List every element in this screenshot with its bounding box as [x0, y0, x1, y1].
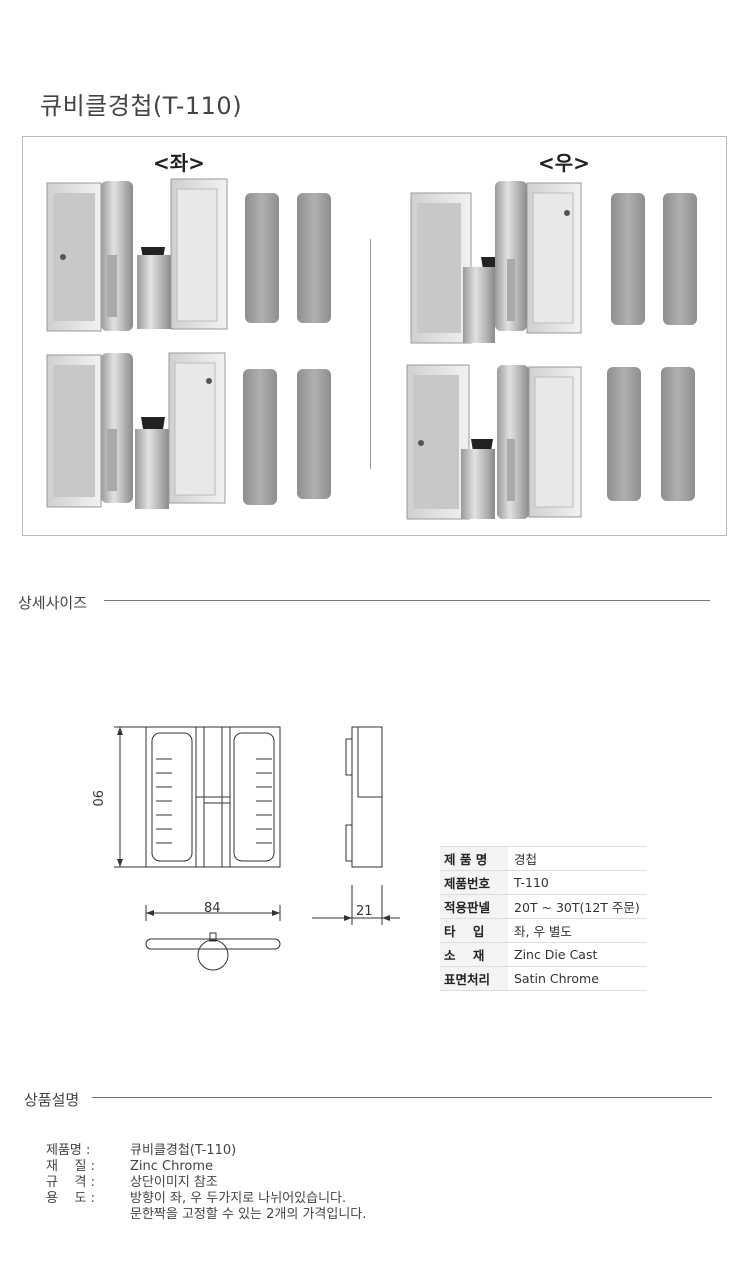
- desc-row: 용 도 : 방향이 좌, 우 두가지로 나뉘어있습니다.: [46, 1191, 366, 1207]
- spec-key: 제 품 명: [440, 847, 508, 870]
- desc-row: 제품명 : 큐비클경첩(T-110): [46, 1143, 366, 1159]
- desc-value: Zinc Chrome: [130, 1159, 214, 1174]
- section-product-desc: 상품설명: [24, 1091, 80, 1109]
- desc-key: 재 질 :: [46, 1159, 100, 1174]
- spec-value: Zinc Die Cast: [514, 947, 598, 962]
- spec-value: 20T ~ 30T(12T 주문): [514, 900, 640, 915]
- depth-dimension: 21: [356, 904, 373, 919]
- spec-row: 표면처리 Satin Chrome: [440, 966, 646, 991]
- desc-value: 상단이미지 참조: [130, 1175, 218, 1190]
- product-photo: <좌> <우>: [22, 136, 727, 536]
- page-title: 큐비클경첩(T-110): [40, 92, 243, 120]
- section-divider: [92, 1097, 712, 1098]
- section-detail-size: 상세사이즈: [18, 594, 88, 612]
- spec-row: 소 재 Zinc Die Cast: [440, 942, 646, 966]
- left-type-label: <좌>: [153, 151, 205, 175]
- spec-value: 좌, 우 별도: [514, 924, 572, 939]
- desc-value: 큐비클경첩(T-110): [130, 1143, 237, 1158]
- desc-value: 방향이 좌, 우 두가지로 나뉘어있습니다.: [130, 1191, 347, 1206]
- width-dimension: 84: [204, 901, 221, 916]
- spec-row: 제 품 명 경첩: [440, 846, 646, 870]
- spec-value: Satin Chrome: [514, 971, 599, 986]
- desc-key: 제품명 :: [46, 1143, 95, 1158]
- technical-drawing: [114, 726, 400, 971]
- right-hinge-top: [410, 181, 582, 344]
- spec-value: T-110: [514, 875, 549, 890]
- spec-table: 제 품 명 경첩 제품번호 T-110 적용판넬 20T ~ 30T(12T 주…: [440, 846, 646, 991]
- height-dimension: 90: [89, 790, 104, 807]
- left-hinge-top: [46, 178, 228, 332]
- spec-key: 적용판넬: [440, 895, 508, 918]
- desc-value: 문한짝을 고정할 수 있는 2개의 가격입니다.: [130, 1207, 367, 1222]
- desc-row: 문한짝을 고정할 수 있는 2개의 가격입니다.: [46, 1207, 366, 1223]
- desc-row: 재 질 : Zinc Chrome: [46, 1159, 366, 1175]
- spec-row: 타 입 좌, 우 별도: [440, 918, 646, 942]
- desc-key: 용 도 :: [46, 1191, 100, 1206]
- hinge-photo-illustration: [46, 178, 697, 520]
- desc-key: 규 격 :: [46, 1175, 100, 1190]
- section-divider: [104, 600, 710, 601]
- spec-key: 타 입: [440, 919, 508, 942]
- spec-row: 제품번호 T-110: [440, 870, 646, 894]
- photo-divider: [370, 239, 371, 469]
- spec-key: 제품번호: [440, 871, 508, 894]
- right-type-label: <우>: [538, 151, 590, 175]
- desc-key: [46, 1207, 130, 1223]
- spec-key: 표면처리: [440, 967, 508, 990]
- product-description: 제품명 : 큐비클경첩(T-110) 재 질 : Zinc Chrome 규 격…: [46, 1143, 366, 1223]
- left-hinge-bottom: [46, 352, 226, 509]
- spec-key: 소 재: [440, 943, 508, 966]
- spec-value: 경첩: [514, 852, 538, 867]
- spec-row: 적용판넬 20T ~ 30T(12T 주문): [440, 894, 646, 918]
- right-hinge-bottom: [406, 364, 582, 520]
- desc-row: 규 격 : 상단이미지 참조: [46, 1175, 366, 1191]
